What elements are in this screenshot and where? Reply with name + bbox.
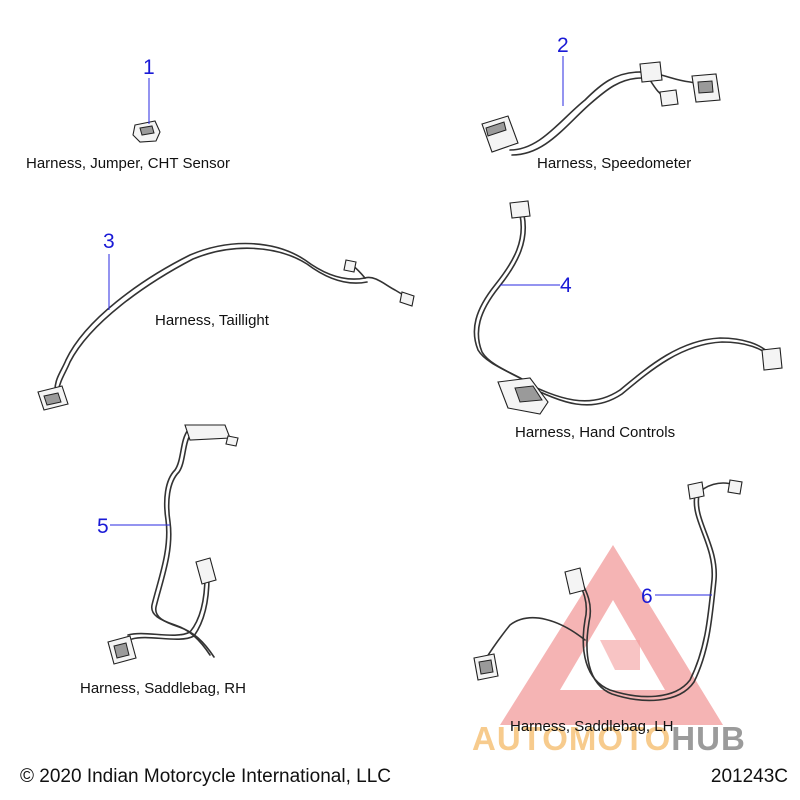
part-3-taillight-harness: 3 Harness, Taillight <box>37 230 415 411</box>
part-5-saddlebag-rh-harness: 5 Harness, Saddlebag, RH <box>80 424 246 697</box>
part-4-hand-controls-harness: 4 Harness, Hand Controls <box>473 200 783 441</box>
caption-2: Harness, Speedometer <box>537 155 691 172</box>
callout-4: 4 <box>560 274 572 297</box>
caption-4: Harness, Hand Controls <box>515 424 675 441</box>
part-6-saddlebag-lh-harness: 6 Harness, Saddlebag, LH <box>473 479 743 735</box>
copyright-text: © 2020 Indian Motorcycle International, … <box>20 766 391 787</box>
callout-1: 1 <box>143 56 155 79</box>
watermark-text-part1: AUTOMOTO <box>472 720 671 757</box>
watermark-inner-mark-icon <box>600 640 640 670</box>
callout-2: 2 <box>557 34 569 57</box>
watermark-logo: AUTOMOTOHUB <box>472 545 746 757</box>
callout-6: 6 <box>641 585 653 608</box>
caption-5: Harness, Saddlebag, RH <box>80 680 246 697</box>
watermark-text-part2: HUB <box>671 720 746 757</box>
caption-6: Harness, Saddlebag, LH <box>510 718 673 735</box>
watermark-text: AUTOMOTOHUB <box>472 720 746 757</box>
part-2-speedometer-harness: 2 Harness, Speedometer <box>481 34 721 172</box>
caption-1: Harness, Jumper, CHT Sensor <box>26 155 230 172</box>
watermark-triangle-icon <box>500 545 723 725</box>
callout-3: 3 <box>103 230 115 253</box>
callout-5: 5 <box>97 515 109 538</box>
part-1-cht-jumper-harness: 1 Harness, Jumper, CHT Sensor <box>26 56 230 172</box>
caption-3: Harness, Taillight <box>155 312 270 329</box>
diagram-id: 201243C <box>711 766 788 787</box>
